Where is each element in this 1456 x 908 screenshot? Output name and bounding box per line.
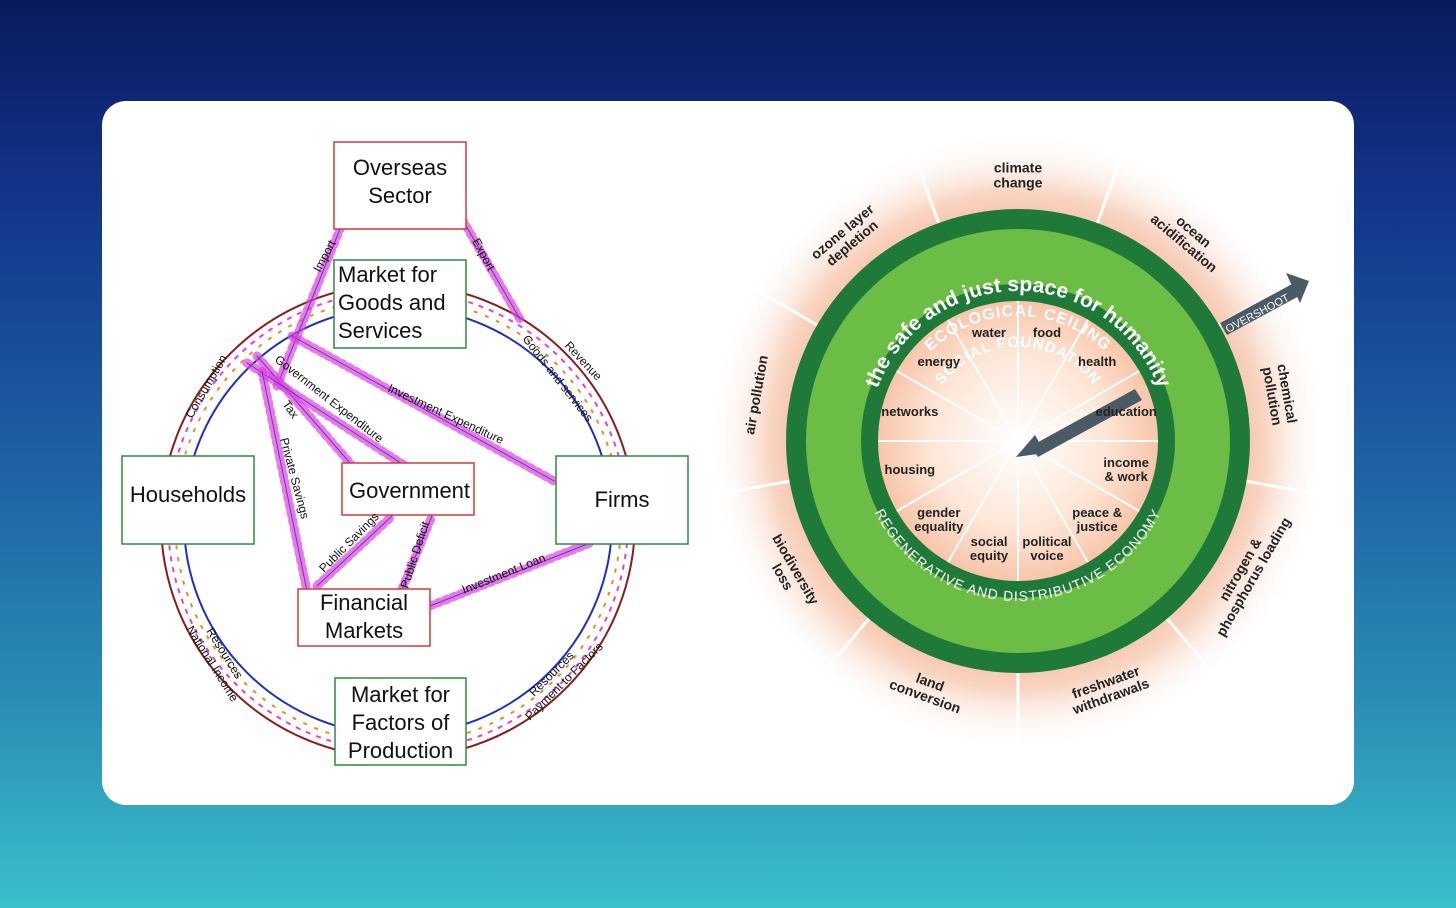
government-box	[341, 462, 475, 516]
shortfall-core	[878, 301, 1158, 581]
social-foundation-label: SOCIAL FOUNDATION	[932, 334, 1104, 388]
social-spoke	[1017, 440, 1140, 512]
ecological-spoke	[820, 617, 871, 676]
ecological-label-1: oceanacidification	[1148, 199, 1231, 275]
ecological-label-6: biodiversityloss	[756, 531, 822, 615]
social-spoke	[1017, 440, 1089, 563]
social-label-11: energy	[917, 354, 960, 369]
flow-bands	[242, 214, 595, 611]
ecological-label-3: nitrogen &phosphorus loading	[1200, 507, 1294, 639]
ecological-spoke	[1246, 479, 1319, 496]
social-label-3: education	[1095, 404, 1156, 419]
overseas-sector-box	[333, 141, 467, 230]
flow-label-public-savings: Public Savings	[316, 510, 382, 576]
node-overseas: Overseas Sector	[352, 155, 448, 208]
social-spoke	[896, 370, 1019, 442]
firms-box	[555, 455, 689, 545]
economy-label: REGENERATIVE AND DISTRIBUTIVE ECONOMY	[872, 506, 1164, 604]
social-spoke	[947, 440, 1019, 563]
ecological-spoke	[912, 153, 941, 224]
node-government: Government	[348, 478, 471, 503]
overshoot-label: OVERSHOOT	[1224, 292, 1292, 336]
social-foundation-ring	[861, 284, 1175, 598]
ecological-spoke	[1095, 153, 1124, 224]
node-firms: Firms	[594, 487, 650, 512]
social-label-10: networks	[881, 404, 938, 419]
social-label-0: water	[971, 325, 1006, 340]
node-households: Households	[129, 482, 247, 507]
safe-space-ring	[806, 229, 1230, 653]
flow-label-consumption: Consumption	[182, 352, 229, 420]
social-spoke	[947, 319, 1019, 442]
social-spoke	[1017, 319, 1089, 442]
factors-market-box	[334, 677, 467, 766]
content-card: Import Export Consumption Revenue Goods …	[102, 101, 1354, 805]
ecological-spoke	[1218, 287, 1283, 327]
social-label-2: health	[1078, 354, 1116, 369]
ecological-ceiling-ring	[786, 209, 1250, 673]
ecological-label-7: air pollution	[741, 354, 771, 436]
social-label-1: food	[1033, 325, 1061, 340]
ecological-spokes	[717, 153, 1319, 746]
overshoot-halo	[708, 131, 1328, 751]
shortfall-label: SHORTFALL	[1038, 401, 1100, 442]
social-spokes	[878, 301, 1158, 581]
social-label-9: housing	[885, 462, 936, 477]
financial-markets-box	[297, 588, 431, 647]
goods-market-box	[333, 259, 467, 349]
node-financial: Financial Markets	[319, 590, 409, 643]
ecological-spoke	[753, 287, 818, 327]
flow-label-public-deficit: Public Deficit	[398, 519, 433, 590]
flow-label-revenue: Revenue	[562, 338, 605, 383]
safe-space-label: the safe and just space for humanity	[861, 273, 1176, 391]
shortfall-arrow: SHORTFALL	[1016, 389, 1142, 457]
circular-flow-diagram: Import Export Consumption Revenue Goods …	[121, 141, 689, 766]
ecological-spoke	[1165, 617, 1216, 676]
ecological-label-2: chemicalpollution	[1259, 363, 1300, 427]
flow-label-investment-loan: Investment Loan	[460, 551, 548, 597]
social-label-5: peace &justice	[1072, 505, 1122, 534]
flow-label-investment-expenditure: Investment Expenditure	[386, 381, 506, 447]
ecological-label-5: landconversion	[887, 662, 968, 717]
ecological-label-4: freshwaterwithdrawals	[1064, 661, 1151, 718]
social-spoke	[896, 440, 1019, 512]
households-box	[121, 455, 255, 545]
node-factors-market: Market for Factors of Production	[347, 682, 454, 763]
social-spoke	[1017, 370, 1140, 442]
flow-label-export: Export	[469, 236, 498, 274]
ecological-ceiling-label: ECOLOGICAL CEILING	[922, 303, 1114, 355]
social-label-4: income& work	[1103, 455, 1149, 484]
overshoot-arrow: OVERSHOOT	[1220, 273, 1309, 336]
ecological-label-8: ozone layerdepletion	[808, 200, 887, 274]
node-goods-market: Market for Goods and Services	[338, 262, 446, 343]
